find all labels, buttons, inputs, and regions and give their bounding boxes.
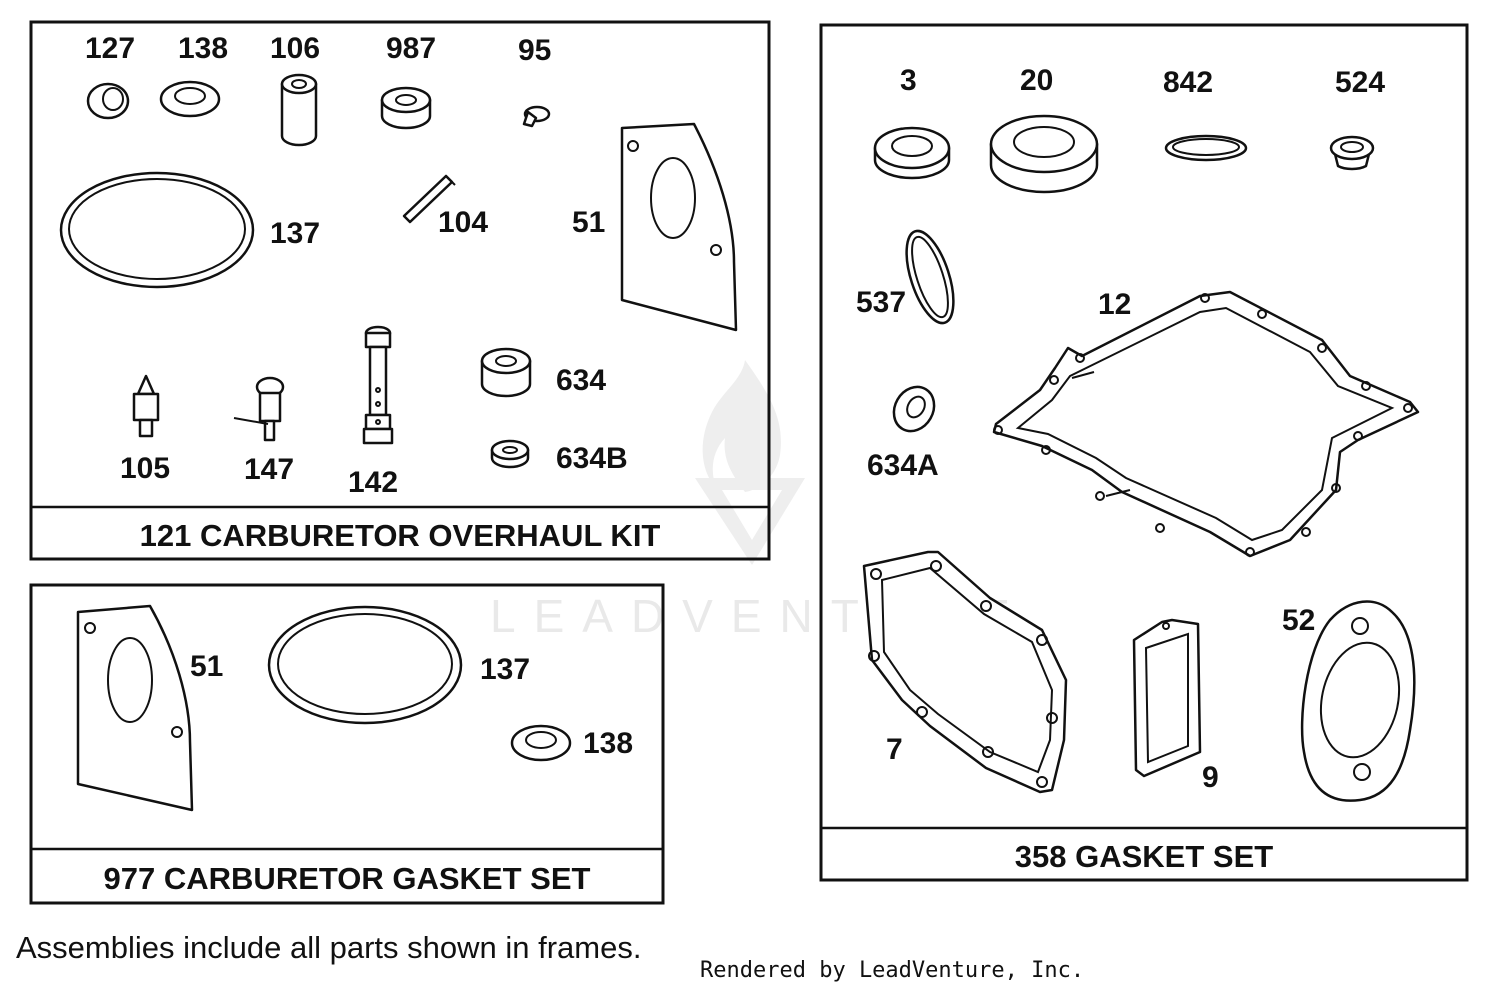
label-142: 142	[348, 466, 398, 499]
part-51-gasket-icon	[76, 604, 194, 812]
label-106: 106	[270, 32, 320, 65]
part-524-plug-icon	[1329, 135, 1375, 171]
carb-gasket-set-border	[29, 583, 665, 905]
watermark-v-icon	[695, 478, 805, 565]
label-524: 524	[1335, 66, 1385, 99]
part-634b-washer-icon	[490, 439, 530, 469]
part-51-gasket-icon	[620, 122, 738, 332]
label-634a: 634A	[867, 449, 939, 482]
label-537: 537	[856, 286, 906, 319]
label-138: 138	[178, 32, 228, 65]
part-7-head-gasket-icon	[862, 550, 1068, 794]
carb-gasket-set-title: 977 CARBURETOR GASKET SET	[104, 861, 591, 896]
part-9-breather-gasket-icon	[1132, 618, 1202, 778]
label-105: 105	[120, 452, 170, 485]
part-3-seal-icon	[873, 126, 951, 180]
label-138-carb-set: 138	[583, 727, 633, 760]
part-138-washer-icon	[159, 80, 221, 118]
part-842-oring-icon	[1164, 134, 1248, 162]
part-106-spacer-icon	[280, 73, 318, 147]
label-987: 987	[386, 32, 436, 65]
label-137-carb-set: 137	[480, 653, 530, 686]
part-537-oring-icon	[905, 229, 955, 325]
part-147-screw-icon	[233, 376, 285, 442]
label-7: 7	[886, 733, 903, 766]
part-634a-washer-icon	[892, 385, 936, 433]
label-104: 104	[438, 206, 488, 239]
gasket-set-border	[819, 23, 1469, 882]
render-credit: Rendered by LeadVenture, Inc.	[700, 958, 1085, 983]
label-147: 147	[244, 453, 294, 486]
label-137: 137	[270, 217, 320, 250]
label-51-overhaul: 51	[572, 206, 605, 239]
label-634: 634	[556, 364, 606, 397]
part-52-exhaust-gasket-icon	[1300, 600, 1416, 802]
part-137-oring-icon	[267, 605, 463, 725]
label-95: 95	[518, 34, 551, 67]
label-9: 9	[1202, 761, 1219, 794]
label-842: 842	[1163, 66, 1213, 99]
label-51-carb-set: 51	[190, 650, 223, 683]
watermark-flame-icon	[702, 360, 781, 492]
label-20: 20	[1020, 64, 1053, 97]
assemblies-note: Assemblies include all parts shown in fr…	[16, 930, 642, 965]
label-52: 52	[1282, 604, 1315, 637]
overhaul-kit-title: 121 CARBURETOR OVERHAUL KIT	[140, 518, 661, 553]
part-127-washer-icon	[86, 82, 130, 120]
part-142-tube-icon	[362, 325, 394, 445]
label-3: 3	[900, 64, 917, 97]
part-20-seal-icon	[989, 114, 1099, 194]
part-95-screw-icon	[522, 105, 551, 128]
gasket-set-title: 358 GASKET SET	[1015, 839, 1273, 874]
part-12-crankcase-gasket-icon	[992, 290, 1420, 558]
carb-gasket-set-frame: 977 CARBURETOR GASKET SET 51 137 138	[29, 583, 665, 905]
label-634b: 634B	[556, 442, 628, 475]
overhaul-kit-border	[29, 20, 771, 561]
part-138-washer-icon	[510, 724, 572, 762]
label-12: 12	[1098, 288, 1131, 321]
part-105-needle-icon	[132, 374, 160, 438]
overhaul-kit-frame: 121 CARBURETOR OVERHAUL KIT 127 138 106 …	[29, 20, 771, 561]
gasket-set-frame: 358 GASKET SET 3 20 842 524	[819, 23, 1469, 882]
part-634-bushing-icon	[480, 347, 532, 398]
part-104-pin-icon	[402, 174, 456, 224]
part-987-bushing-icon	[380, 86, 432, 130]
label-127: 127	[85, 32, 135, 65]
part-137-oring-icon	[59, 171, 255, 289]
